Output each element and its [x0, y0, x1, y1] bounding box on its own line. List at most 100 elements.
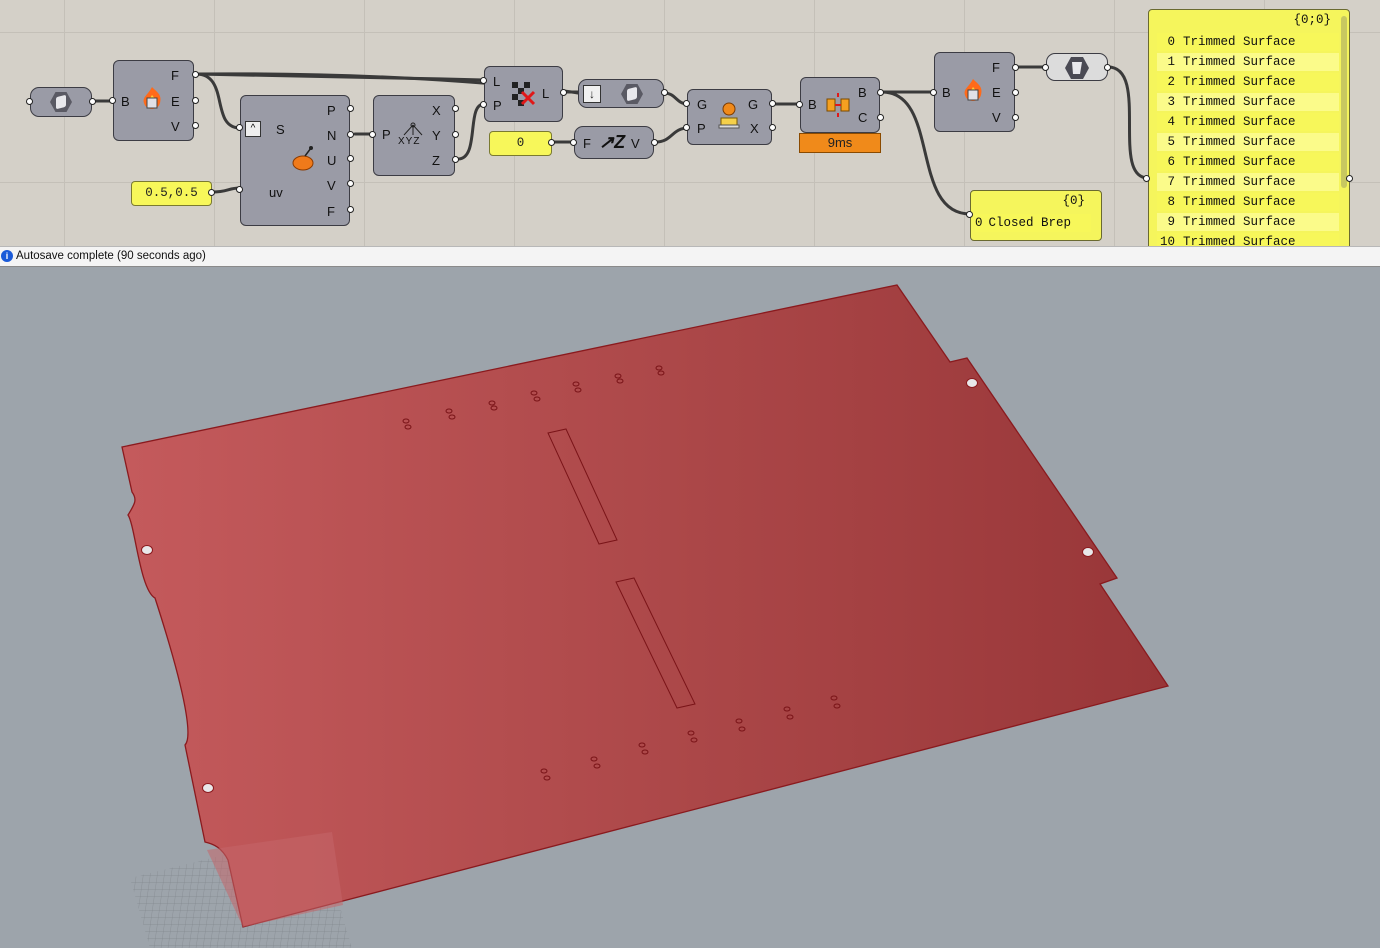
output-grip[interactable]: [192, 71, 199, 78]
port-v: V: [327, 178, 336, 193]
port-x: X: [750, 121, 759, 136]
output-grip[interactable]: [208, 189, 215, 196]
input-grip[interactable]: [966, 211, 973, 218]
output-grip[interactable]: [1104, 64, 1111, 71]
port-b-out: B: [858, 85, 867, 100]
grasshopper-canvas[interactable]: B F E V ^ S uv P N U V F 0.5,0.5: [0, 0, 1380, 246]
zero-value: 0: [516, 136, 525, 150]
port-f: F: [171, 68, 179, 83]
port-x: X: [432, 103, 441, 118]
port-f: F: [992, 60, 1000, 75]
deconstruct-point-component[interactable]: P X Y Z XYZ: [373, 95, 455, 176]
geometry-param[interactable]: ↓: [578, 79, 664, 108]
output-grip[interactable]: [661, 89, 668, 96]
output-grip[interactable]: [89, 98, 96, 105]
panel-path: {0}: [1062, 194, 1085, 208]
port-f: F: [327, 204, 335, 219]
deconstruct-brep-icon: [143, 87, 161, 109]
profiler-time: 9ms: [827, 135, 853, 150]
output-grip[interactable]: [192, 97, 199, 104]
input-grip[interactable]: [236, 186, 243, 193]
rhino-viewport[interactable]: [0, 267, 1380, 948]
output-grip[interactable]: [769, 124, 776, 131]
uv-value-panel[interactable]: 0.5,0.5: [131, 181, 212, 206]
deconstruct-brep-component[interactable]: B F E V: [113, 60, 194, 141]
output-grip[interactable]: [347, 131, 354, 138]
output-grip[interactable]: [347, 180, 354, 187]
output-grip[interactable]: [1012, 89, 1019, 96]
port-b: B: [121, 94, 130, 109]
output-grip[interactable]: [347, 105, 354, 112]
unit-z-component[interactable]: F V ↗Z: [574, 126, 654, 159]
brep-join-icon: [826, 93, 850, 117]
port-p: P: [382, 127, 391, 142]
surface-param[interactable]: [1046, 53, 1108, 81]
port-v: V: [171, 119, 180, 134]
output-grip[interactable]: [452, 156, 459, 163]
port-b-in: B: [808, 97, 817, 112]
output-grip[interactable]: [192, 122, 199, 129]
input-grip[interactable]: [26, 98, 33, 105]
status-text: Autosave complete (90 seconds ago): [16, 250, 206, 262]
input-grip[interactable]: [480, 77, 487, 84]
input-grip[interactable]: [1042, 64, 1049, 71]
row-text: Closed Brep: [988, 216, 1072, 230]
output-grip[interactable]: [452, 105, 459, 112]
brep-param[interactable]: [30, 87, 92, 117]
brep-join-component[interactable]: B B C: [800, 77, 880, 133]
output-grip[interactable]: [1012, 114, 1019, 121]
output-grip[interactable]: [1346, 175, 1353, 182]
output-grip[interactable]: [877, 89, 884, 96]
input-grip[interactable]: [480, 101, 487, 108]
move-component[interactable]: G P G X: [687, 89, 772, 145]
panel-path: {0;0}: [1293, 13, 1331, 27]
output-grip[interactable]: [877, 114, 884, 121]
deconstruct-point-icon: XYZ: [398, 136, 421, 147]
port-p: P: [493, 98, 502, 113]
input-grip[interactable]: [109, 97, 116, 104]
move-icon: [718, 102, 740, 129]
axes-icon: [403, 122, 423, 136]
port-e: E: [171, 94, 180, 109]
input-grip[interactable]: [683, 100, 690, 107]
output-grip[interactable]: [548, 139, 555, 146]
input-grip[interactable]: [796, 101, 803, 108]
output-grip[interactable]: [651, 139, 658, 146]
cull-pattern-component[interactable]: L P L: [484, 66, 563, 122]
output-grip[interactable]: [1012, 64, 1019, 71]
input-grip[interactable]: [1143, 175, 1150, 182]
input-grip[interactable]: [930, 89, 937, 96]
port-uv: uv: [269, 185, 283, 200]
port-n: N: [327, 128, 337, 143]
port-l-in: L: [493, 74, 501, 89]
output-grip[interactable]: [452, 131, 459, 138]
port-p: P: [697, 121, 706, 136]
status-bar: i Autosave complete (90 seconds ago): [0, 246, 1380, 267]
port-l-out: L: [542, 86, 550, 101]
deconstruct-brep-component-2[interactable]: B F E V: [934, 52, 1015, 132]
output-grip[interactable]: [347, 206, 354, 213]
input-grip[interactable]: [683, 124, 690, 131]
port-c: C: [858, 110, 868, 125]
input-grip[interactable]: [570, 139, 577, 146]
uv-value: 0.5,0.5: [145, 186, 198, 200]
output-grip[interactable]: [769, 100, 776, 107]
port-p: P: [327, 103, 336, 118]
cull-icon: [512, 82, 536, 106]
reparam-flag-icon: ^: [245, 121, 261, 137]
panel-scrollbar[interactable]: [1341, 16, 1347, 188]
input-grip[interactable]: [236, 124, 243, 131]
output-grip[interactable]: [347, 155, 354, 162]
output-grip[interactable]: [560, 89, 567, 96]
evaluate-surface-component[interactable]: ^ S uv P N U V F: [240, 95, 350, 226]
zero-value-panel[interactable]: 0: [489, 131, 552, 156]
viewport-scene: [121, 284, 1170, 948]
input-grip[interactable]: [369, 131, 376, 138]
